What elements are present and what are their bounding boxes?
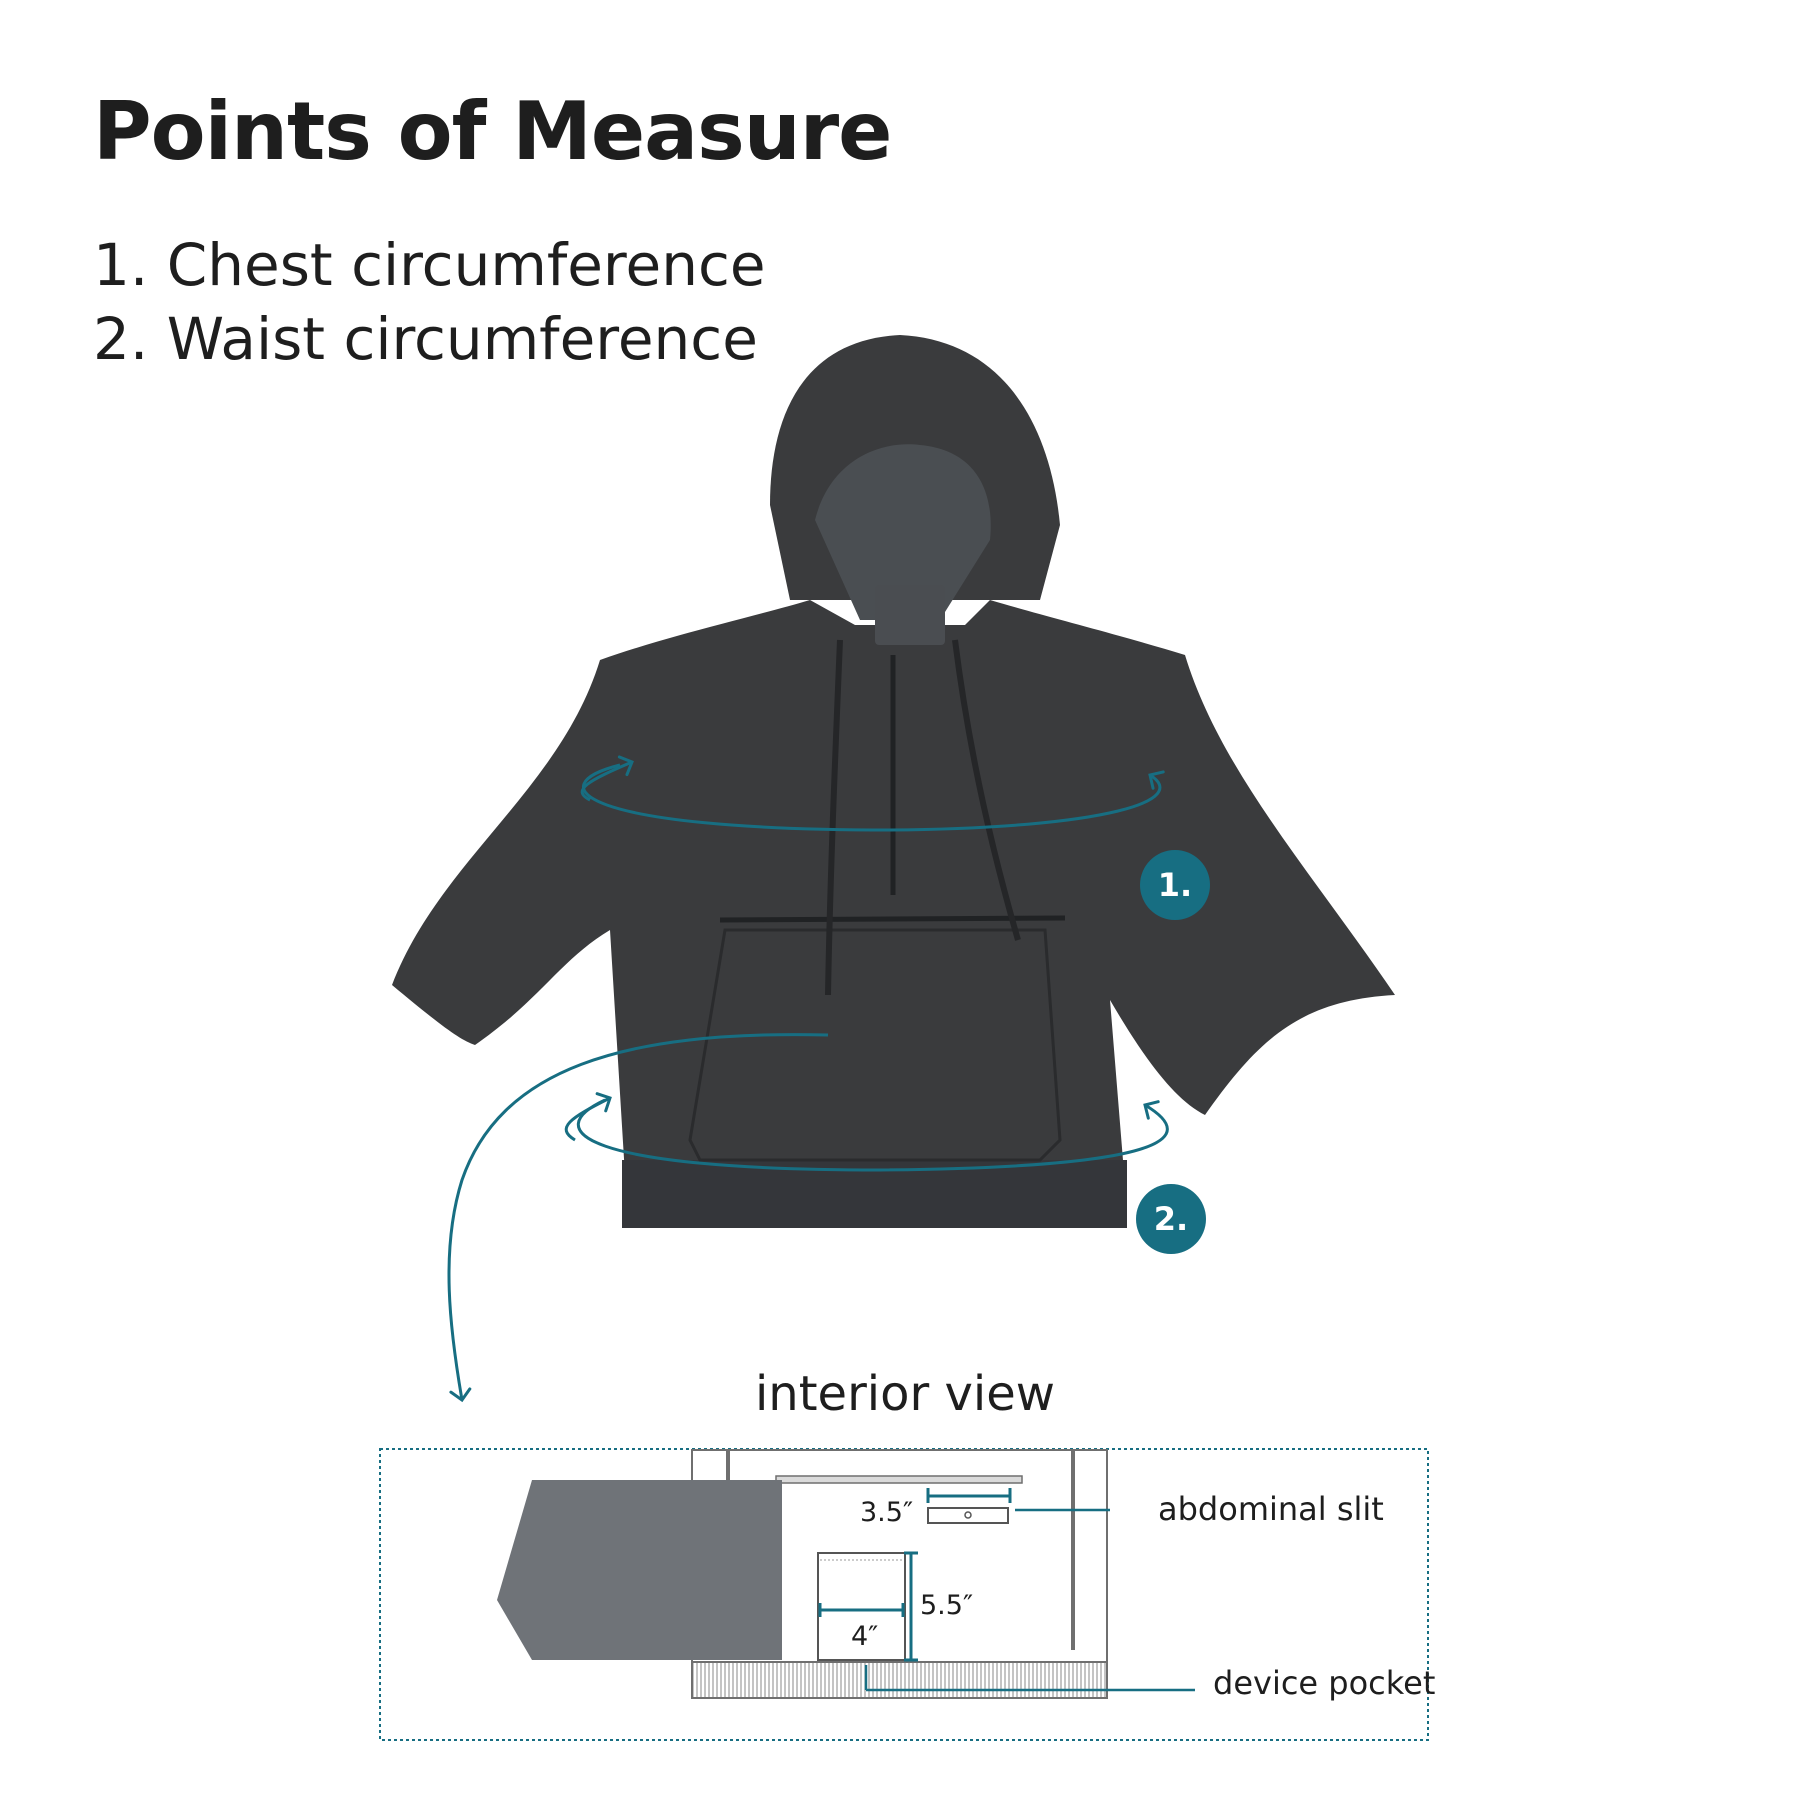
measure-list: 1. Chest circumference 2. Waist circumfe… — [93, 228, 766, 376]
chest-measure-loop — [580, 755, 1165, 832]
slit-width-label: 3.5″ — [860, 1497, 914, 1528]
pocket-zipper — [719, 915, 1066, 923]
drawstring-left — [825, 639, 843, 996]
slit-dot — [964, 1511, 972, 1519]
measure-item-waist: 2. Waist circumference — [93, 305, 758, 373]
kangaroo-pocket — [688, 928, 1062, 1162]
neck-label — [875, 585, 945, 645]
pocket-width-label: 4″ — [851, 1621, 879, 1652]
callout-device-pocket: device pocket — [1213, 1664, 1436, 1702]
waist-measure-loop — [564, 1092, 1169, 1172]
drawstring-right — [952, 639, 1021, 941]
hem-ribbing — [691, 1661, 1108, 1699]
interior-schematic — [497, 1449, 1195, 1699]
page-title: Points of Measure — [93, 85, 892, 178]
hoodie-image — [392, 335, 1395, 1228]
measure-item-chest: 1. Chest circumference — [93, 231, 766, 299]
folded-flap — [497, 1480, 782, 1660]
abdominal-slit-shape — [927, 1507, 1009, 1524]
interior-view-title: interior view — [754, 1366, 1056, 1422]
device-pocket-shape — [817, 1552, 906, 1661]
badge-chest: 1. — [1140, 850, 1210, 920]
zipper-tape — [775, 1475, 1023, 1484]
badge-waist: 2. — [1136, 1184, 1206, 1254]
hood-lining — [815, 444, 991, 620]
callout-abdominal-slit: abdominal slit — [1158, 1490, 1384, 1528]
pocket-height-label: 5.5″ — [920, 1590, 974, 1621]
interior-pointer-arrow — [447, 1033, 829, 1403]
